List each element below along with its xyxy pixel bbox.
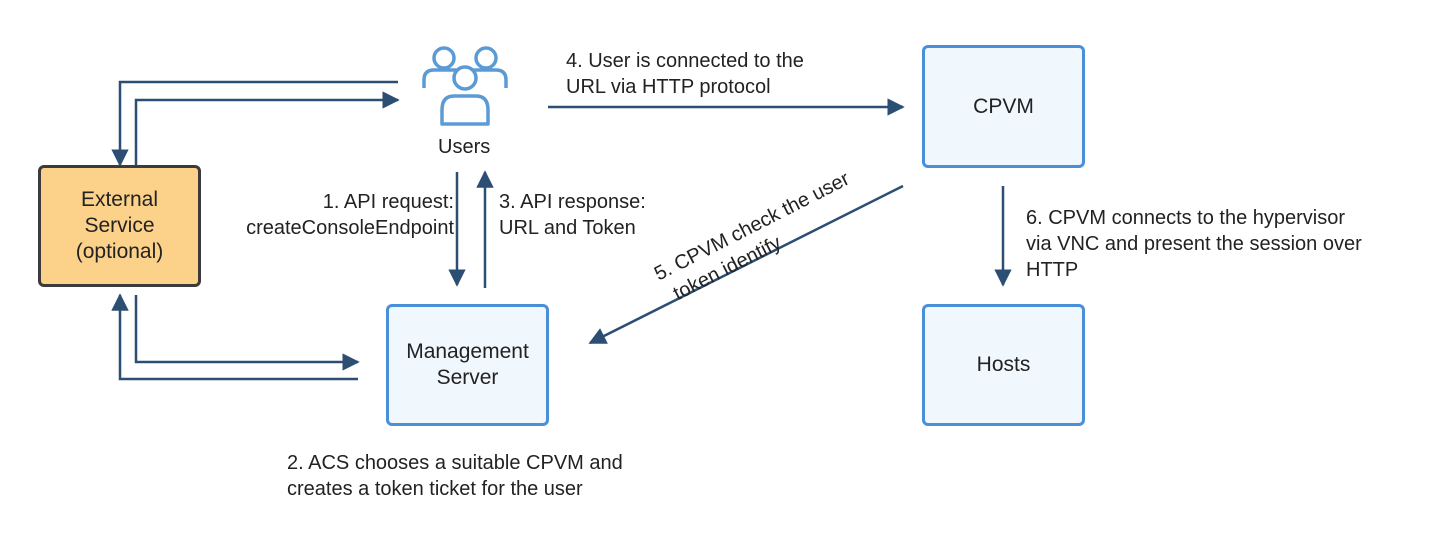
- arrow-users-to-external: [111, 80, 398, 167]
- step-4-line-1: 4. User is connected to the: [566, 50, 804, 72]
- arrow-management-to-external: [111, 293, 358, 381]
- step-1-line-2: createConsoleEndpoint: [246, 217, 454, 239]
- external-service-box: External Service (optional): [38, 165, 201, 287]
- step-2-line-2: creates a token ticket for the user: [287, 478, 583, 500]
- external-label-line-2: Service: [84, 214, 155, 237]
- step-3-label: 3. API response: URL and Token: [499, 189, 646, 241]
- users-node: [420, 44, 510, 129]
- cpvm-box: CPVM: [922, 45, 1085, 168]
- step-6-line-2: via VNC and present the session over: [1026, 233, 1362, 255]
- arrow-cpvm-to-management: [588, 184, 904, 345]
- step-4-line-2: URL via HTTP protocol: [566, 76, 771, 98]
- step-2-label: 2. ACS chooses a suitable CPVM and creat…: [287, 450, 623, 502]
- external-label-line-1: External: [80, 188, 159, 211]
- step-3-line-1: 3. API response:: [499, 191, 646, 213]
- step-6-line-1: 6. CPVM connects to the hypervisor: [1026, 207, 1346, 229]
- management-server-box: Management Server: [386, 304, 549, 426]
- step-6-line-3: HTTP: [1026, 259, 1079, 281]
- users-label: Users: [438, 136, 491, 158]
- management-label-line-2: Server: [436, 366, 499, 389]
- step-6-label: 6. CPVM connects to the hypervisor via V…: [1026, 205, 1362, 283]
- hosts-label: Hosts: [976, 353, 1031, 376]
- users-icon: [422, 46, 508, 126]
- external-label-line-3: (optional): [75, 240, 164, 263]
- arrow-external-to-management: [134, 295, 360, 371]
- cpvm-label: CPVM: [973, 94, 1034, 118]
- step-2-line-1: 2. ACS chooses a suitable CPVM and: [287, 452, 623, 474]
- step-1-label: 1. API request: createConsoleEndpoint: [246, 189, 454, 241]
- step-3-line-2: URL and Token: [499, 217, 636, 239]
- management-label-line-1: Management: [406, 340, 529, 363]
- step-4-label: 4. User is connected to the URL via HTTP…: [566, 48, 804, 100]
- step-1-line-1: 1. API request:: [322, 191, 454, 213]
- arrow-external-to-users: [134, 91, 400, 165]
- hosts-box: Hosts: [922, 304, 1085, 426]
